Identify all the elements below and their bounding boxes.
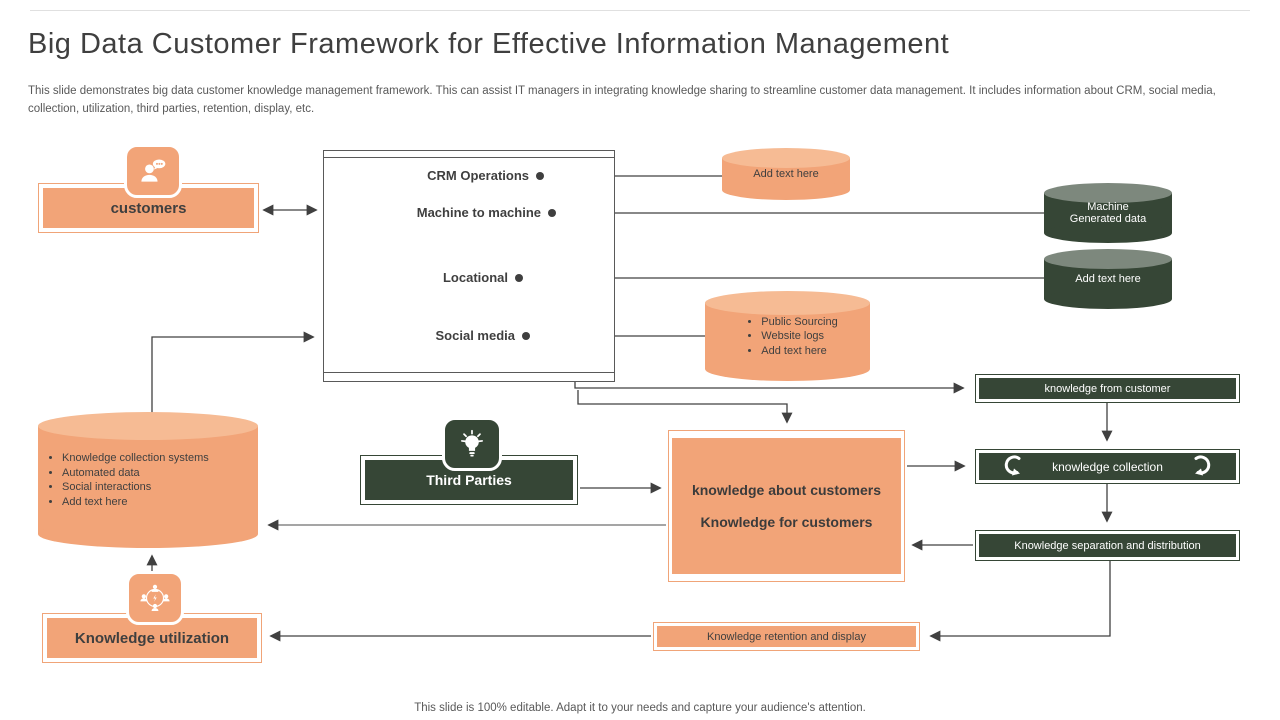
source-row-social-media: Social media — [436, 328, 530, 343]
source-row-machine-to-machine: Machine to machine — [417, 205, 556, 220]
source-label: Locational — [442, 270, 508, 285]
data-sources-frame: CRM Operations Machine to machine Locati… — [323, 150, 615, 382]
list-item: Public Sourcing — [761, 316, 837, 328]
page-title: Big Data Customer Framework for Effectiv… — [28, 28, 950, 60]
bullet-dot — [536, 171, 544, 180]
source-label: Social media — [435, 328, 515, 343]
third-parties-label: Third Parties — [365, 460, 573, 500]
source-label: Machine to machine — [416, 205, 541, 220]
list-item: Knowledge collection systems — [62, 452, 209, 464]
source-row-crm-operations: CRM Operations — [427, 168, 544, 183]
slide-top-border — [30, 10, 1250, 11]
knowledge-collection-box: knowledge collection — [975, 449, 1240, 484]
public-sourcing-cylinder: Public Sourcing Website logs Add text he… — [705, 291, 870, 381]
people-network-icon — [126, 571, 184, 625]
third-parties-box: Third Parties — [360, 455, 578, 505]
source-label: CRM Operations — [427, 168, 529, 183]
sync-arrow-left-icon — [1003, 454, 1025, 479]
knowledge-for-customers-label: Knowledge for customers — [700, 514, 873, 530]
person-chat-icon — [124, 144, 182, 198]
knowledge-about-customers-label: knowledge about customers — [691, 482, 882, 498]
cylinder-label: Add text here — [753, 168, 819, 180]
lightbulb-icon — [442, 417, 502, 471]
machine-generated-cylinder: Machine Generated data — [1044, 183, 1172, 243]
knowledge-utilization-label: Knowledge utilization — [47, 618, 257, 658]
bullet-dot — [548, 208, 556, 217]
collection-systems-list: Knowledge collection systems Automated d… — [38, 450, 209, 511]
sync-arrow-right-icon — [1190, 454, 1212, 479]
knowledge-customers-box: knowledge about customers Knowledge for … — [668, 430, 905, 582]
knowledge-separation-box: Knowledge separation and distribution — [975, 530, 1240, 561]
collection-systems-cylinder: Knowledge collection systems Automated d… — [38, 412, 258, 548]
box-label: knowledge from customer — [979, 378, 1236, 399]
list-item: Social interactions — [62, 481, 209, 493]
source-row-locational: Locational — [443, 270, 523, 285]
slide-description: This slide demonstrates big data custome… — [28, 85, 1216, 115]
knowledge-utilization-box: Knowledge utilization — [42, 613, 262, 663]
bullet-dot — [515, 273, 523, 282]
retention-label: Knowledge retention and display — [657, 626, 916, 647]
cylinder-label: Machine Generated data — [1069, 201, 1147, 225]
knowledge-from-customer-box: knowledge from customer — [975, 374, 1240, 403]
list-item: Website logs — [761, 330, 837, 342]
add-text-cylinder-orange: Add text here — [722, 148, 850, 200]
list-item: Add text here — [761, 345, 837, 357]
box-label: Knowledge separation and distribution — [979, 534, 1236, 557]
list-item: Add text here — [62, 496, 209, 508]
bullet-dot — [522, 331, 530, 340]
box-label: knowledge collection — [1052, 459, 1163, 474]
cylinder-label: Add text here — [1075, 273, 1141, 285]
knowledge-retention-bar: Knowledge retention and display — [653, 622, 920, 651]
public-sourcing-list: Public Sourcing Website logs Add text he… — [737, 313, 837, 359]
add-text-cylinder-dark: Add text here — [1044, 249, 1172, 309]
list-item: Automated data — [62, 467, 209, 479]
slide-footer: This slide is 100% editable. Adapt it to… — [414, 702, 866, 714]
